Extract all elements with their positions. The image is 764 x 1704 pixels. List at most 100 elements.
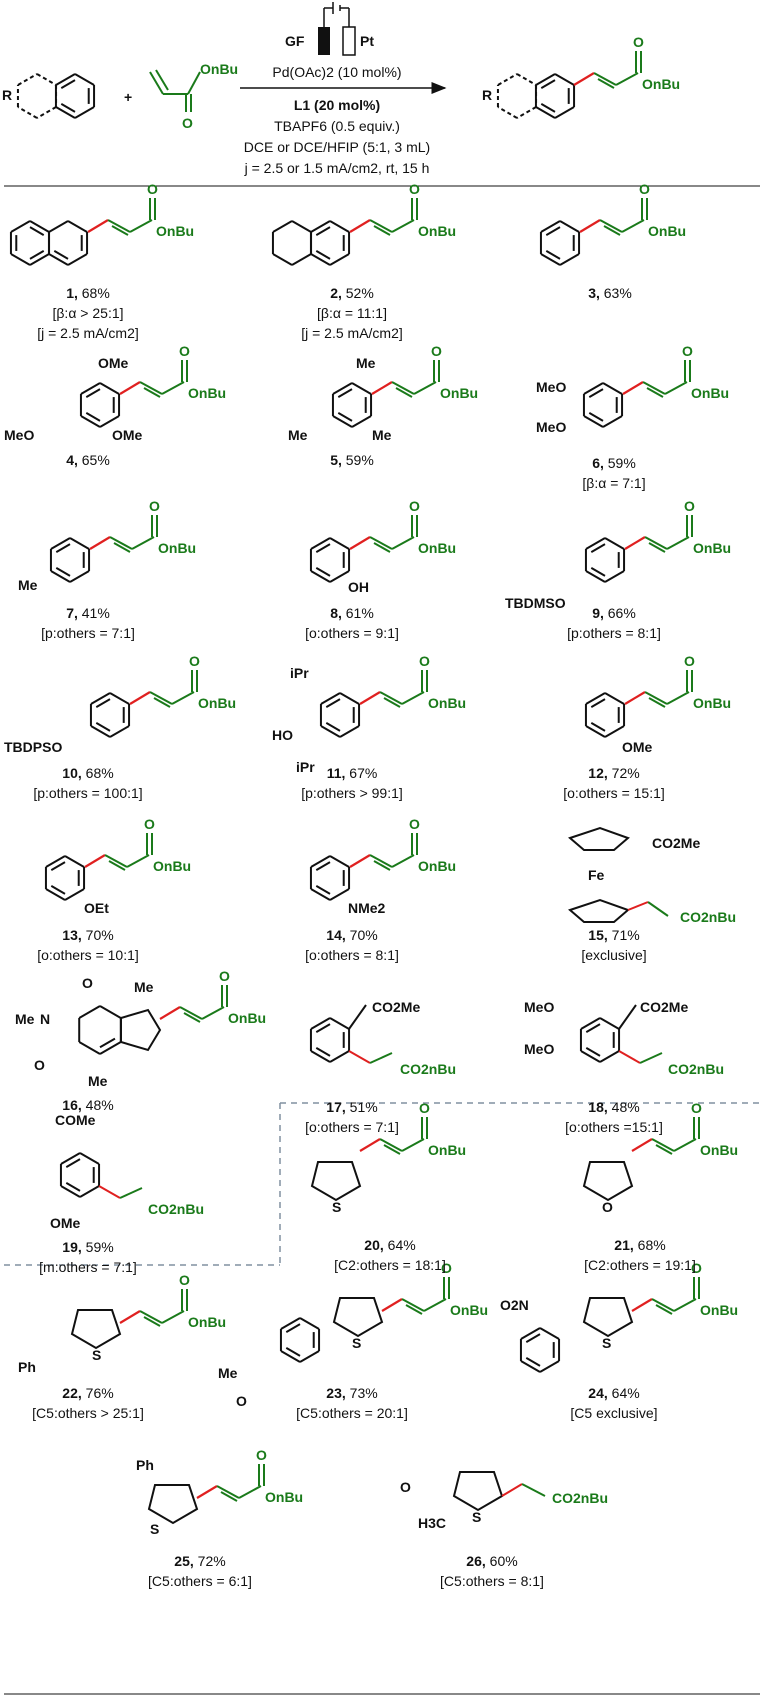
svg-text:23, 73%: 23, 73%: [326, 1385, 377, 1401]
condition-line-2: L1 (20 mol%): [294, 97, 380, 113]
svg-text:O: O: [419, 1100, 430, 1116]
structure-2: O OnBu: [271, 181, 456, 266]
svg-text:[o:others = 7:1]: [o:others = 7:1]: [305, 1119, 399, 1135]
svg-text:O: O: [409, 816, 420, 832]
svg-text:NMe2: NMe2: [348, 900, 386, 916]
svg-text:21, 68%: 21, 68%: [614, 1237, 665, 1253]
compound-captions: 1, 68%[β:α > 25:1][j = 2.5 mA/cm2] 2, 52%…: [32, 285, 696, 1589]
svg-text:[p:others > 99:1]: [p:others > 99:1]: [301, 785, 403, 801]
svg-text:12, 72%: 12, 72%: [588, 765, 639, 781]
svg-text:CO2nBu: CO2nBu: [400, 1061, 456, 1077]
caption-1: 1, 68%[β:α > 25:1][j = 2.5 mA/cm2]: [37, 285, 139, 341]
svg-text:O: O: [441, 1260, 452, 1276]
svg-text:[β:α > 25:1]: [β:α > 25:1]: [52, 305, 123, 321]
svg-text:Me: Me: [15, 1011, 35, 1027]
svg-text:N: N: [40, 1011, 50, 1027]
svg-text:S: S: [150, 1521, 159, 1537]
caption-9: 9, 66%[p:others = 8:1]: [567, 605, 661, 641]
svg-text:OnBu: OnBu: [228, 1010, 266, 1026]
caption-14: 14, 70% [o:others = 8:1]: [305, 927, 399, 963]
structure-15: Fe CO2Me CO2nBu: [568, 826, 736, 925]
svg-text:MeO: MeO: [536, 379, 566, 395]
electrode-setup: GF Pt: [285, 2, 374, 56]
svg-text:OnBu: OnBu: [700, 1302, 738, 1318]
svg-text:iPr: iPr: [296, 759, 315, 775]
svg-text:MeO: MeO: [536, 419, 566, 435]
svg-text:4, 65%: 4, 65%: [66, 452, 110, 468]
svg-text:O: O: [409, 181, 420, 197]
svg-text:MeO: MeO: [524, 1041, 554, 1057]
caption-8: 8, 61%[o:others = 9:1]: [305, 605, 399, 641]
caption-6: 6, 59%[β:α = 7:1]: [582, 455, 645, 491]
caption-11: 11, 67% [p:others > 99:1]: [301, 765, 403, 801]
svg-text:OnBu: OnBu: [265, 1489, 303, 1505]
svg-text:Me: Me: [288, 427, 308, 443]
svg-text:2, 52%: 2, 52%: [330, 285, 374, 301]
svg-text:OnBu: OnBu: [188, 385, 226, 401]
svg-text:O: O: [400, 1479, 411, 1495]
caption-5: 5, 59%: [330, 452, 374, 468]
svg-text:S: S: [92, 1347, 101, 1363]
svg-text:OnBu: OnBu: [188, 1314, 226, 1330]
svg-text:OMe: OMe: [112, 427, 143, 443]
svg-text:7, 41%: 7, 41%: [66, 605, 110, 621]
svg-text:OMe: OMe: [98, 355, 129, 371]
svg-text:OnBu: OnBu: [648, 223, 686, 239]
substrate-arene-ring2: [16, 73, 58, 119]
svg-text:S: S: [472, 1509, 481, 1525]
svg-text:MeO: MeO: [524, 999, 554, 1015]
svg-text:24, 64%: 24, 64%: [588, 1385, 639, 1401]
svg-text:OnBu: OnBu: [693, 695, 731, 711]
svg-text:OnBu: OnBu: [418, 223, 456, 239]
svg-text:O: O: [633, 34, 644, 50]
svg-text:5, 59%: 5, 59%: [330, 452, 374, 468]
svg-text:[β:α = 7:1]: [β:α = 7:1]: [582, 475, 645, 491]
svg-text:13, 70%: 13, 70%: [62, 927, 113, 943]
svg-text:HO: HO: [272, 727, 293, 743]
svg-text:O2N: O2N: [500, 1297, 529, 1313]
reagent-acrylate: O OnBu: [149, 61, 238, 131]
svg-text:OnBu: OnBu: [440, 385, 478, 401]
svg-text:CO2Me: CO2Me: [640, 999, 688, 1015]
svg-text:O: O: [684, 498, 695, 514]
svg-text:3, 63%: 3, 63%: [588, 285, 632, 301]
caption-21: 21, 68%[C2:others = 19:1]: [584, 1237, 696, 1273]
svg-text:S: S: [332, 1199, 341, 1215]
svg-text:[o:others =15:1]: [o:others =15:1]: [565, 1119, 663, 1135]
svg-text:[C5:others = 20:1]: [C5:others = 20:1]: [296, 1405, 408, 1421]
svg-text:[C5:others = 6:1]: [C5:others = 6:1]: [148, 1573, 252, 1589]
caption-2: 2, 52%[β:α = 11:1][j = 2.5 mA/cm2]: [301, 285, 403, 341]
condition-line-3: TBAPF6 (0.5 equiv.): [274, 118, 400, 134]
svg-text:O: O: [431, 343, 442, 359]
structure-17: CO2Me CO2nBu: [309, 999, 456, 1077]
svg-text:O: O: [602, 1199, 613, 1215]
svg-text:[exclusive]: [exclusive]: [581, 947, 646, 963]
svg-text:OMe: OMe: [50, 1215, 81, 1231]
svg-text:11, 67%: 11, 67%: [327, 765, 378, 781]
svg-text:17, 51%: 17, 51%: [326, 1099, 377, 1115]
svg-text:14, 70%: 14, 70%: [326, 927, 377, 943]
svg-text:O: O: [684, 653, 695, 669]
substrate-r-label: R: [2, 87, 12, 103]
svg-text:Me: Me: [18, 577, 38, 593]
structure-18: MeO MeO CO2Me CO2nBu: [524, 999, 724, 1077]
svg-text:[o:others = 8:1]: [o:others = 8:1]: [305, 947, 399, 963]
svg-text:O: O: [419, 653, 430, 669]
svg-text:25, 72%: 25, 72%: [174, 1553, 225, 1569]
svg-text:Me: Me: [356, 355, 376, 371]
caption-24: 24, 64%[C5 exclusive]: [570, 1385, 657, 1421]
svg-text:[p:others = 100:1]: [p:others = 100:1]: [33, 785, 142, 801]
product-arene-ring2: [496, 73, 538, 119]
svg-text:O: O: [144, 816, 155, 832]
svg-text:[C5:others = 8:1]: [C5:others = 8:1]: [440, 1573, 544, 1589]
svg-text:O: O: [34, 1057, 45, 1073]
svg-text:CO2Me: CO2Me: [372, 999, 420, 1015]
